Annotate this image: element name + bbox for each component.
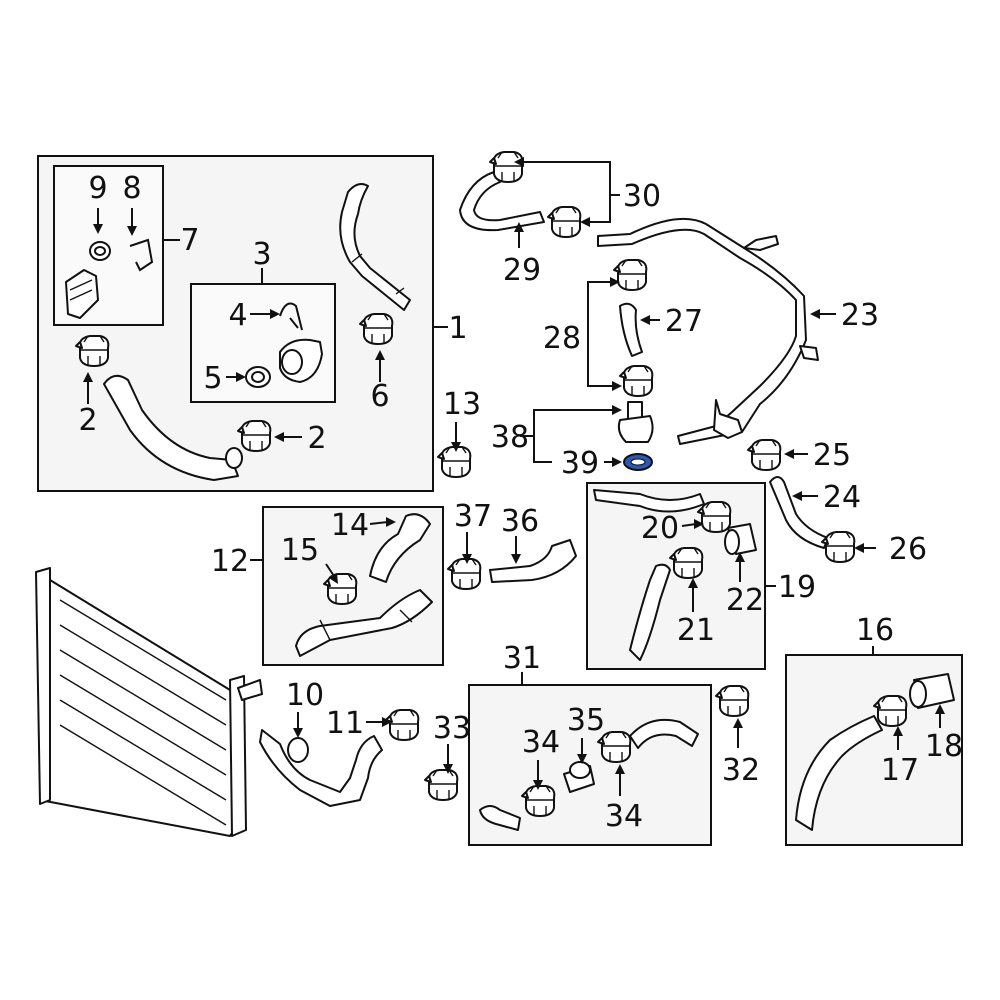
callout-15: 15 — [281, 533, 319, 568]
callout-10: 10 — [286, 678, 324, 713]
group-box-19 — [586, 482, 766, 670]
clamp-part-33 — [424, 769, 459, 801]
callout-34a: 34 — [522, 725, 560, 760]
callout-32: 32 — [722, 753, 760, 788]
clamp-part-6 — [359, 313, 394, 345]
lower-hose-part-1 — [103, 374, 243, 481]
clamp-part-20 — [697, 501, 732, 533]
clamp-part-2b — [237, 420, 272, 452]
callout-33: 33 — [433, 711, 471, 746]
callout-26: 26 — [889, 532, 927, 567]
callout-6: 6 — [370, 379, 389, 414]
clip-part-8 — [129, 238, 154, 272]
callout-29: 29 — [503, 253, 541, 288]
hose-part-31b — [629, 718, 699, 749]
callout-14: 14 — [331, 508, 369, 543]
callout-13: 13 — [443, 387, 481, 422]
o-ring-part-9 — [89, 241, 111, 261]
callout-4: 4 — [228, 298, 247, 333]
clamp-part-13 — [437, 446, 472, 478]
hose-part-36 — [489, 539, 577, 583]
callout-2b: 2 — [307, 421, 326, 456]
bracket-part-4 — [279, 302, 303, 331]
clamp-part-21 — [669, 547, 704, 579]
callout-24: 24 — [823, 480, 861, 515]
o-ring-part-5 — [245, 366, 271, 388]
callout-38: 38 — [491, 420, 529, 455]
callout-34b: 34 — [605, 799, 643, 834]
callout-12: 12 — [211, 544, 249, 579]
clamp-part-15 — [323, 573, 358, 605]
coolant-pipe-part-23 — [597, 217, 819, 445]
o-ring-part-39 — [623, 453, 653, 471]
upper-hose-part-1 — [339, 183, 411, 311]
callout-28: 28 — [543, 321, 581, 356]
clamp-part-26 — [821, 531, 856, 563]
hose-part-14 — [369, 513, 431, 583]
callout-labels: 9 8 7 3 4 5 1 6 2 2 13 30 29 23 28 27 38… — [78, 171, 963, 834]
callout-39: 39 — [561, 446, 599, 481]
callout-20: 20 — [641, 511, 679, 546]
callout-7: 7 — [180, 223, 199, 258]
callout-3: 3 — [252, 237, 271, 272]
clamp-part-25 — [747, 439, 782, 471]
connector-part-18 — [909, 673, 955, 709]
callout-25: 25 — [813, 438, 851, 473]
callout-22: 22 — [726, 583, 764, 618]
callout-17: 17 — [881, 753, 919, 788]
connector-part-38 — [617, 401, 654, 443]
callout-18: 18 — [925, 729, 963, 764]
leader-lines — [83, 157, 945, 796]
clamp-part-17 — [873, 695, 908, 727]
callout-8: 8 — [122, 171, 141, 206]
callout-35: 35 — [567, 703, 605, 738]
callout-5: 5 — [203, 361, 222, 396]
clamp-part-28b — [619, 365, 654, 397]
water-outlet-part-3 — [279, 338, 323, 383]
radiator-part — [35, 567, 263, 837]
hose-part-29 — [459, 171, 545, 232]
outlet-hose-part-10 — [259, 729, 383, 807]
callout-19: 19 — [778, 570, 816, 605]
callout-36: 36 — [501, 504, 539, 539]
clamp-part-11 — [385, 709, 420, 741]
clamp-part-34a — [521, 785, 556, 817]
callout-11: 11 — [326, 706, 364, 741]
clamp-part-32 — [715, 685, 750, 717]
callout-37: 37 — [454, 499, 492, 534]
callout-16: 16 — [856, 613, 894, 648]
pump-part-35 — [563, 761, 595, 793]
clamp-part-28a — [613, 259, 648, 291]
hose-part-31a — [479, 805, 521, 831]
callout-27: 27 — [665, 304, 703, 339]
callout-30: 30 — [623, 179, 661, 214]
callout-31: 31 — [503, 641, 541, 676]
hose-part-16 — [795, 715, 883, 831]
hose-part-27 — [619, 302, 643, 357]
clamp-part-2a — [75, 335, 110, 367]
clamp-part-30b — [547, 206, 582, 238]
callout-2a: 2 — [78, 403, 97, 438]
hose-part-19 — [593, 489, 705, 661]
callout-21: 21 — [677, 613, 715, 648]
pipe-part-12 — [295, 589, 433, 657]
thermostat-housing-part — [65, 269, 99, 319]
hose-part-24 — [769, 476, 829, 549]
clamp-part-37 — [447, 558, 482, 590]
clamp-part-30a — [489, 151, 524, 183]
connector-part-22 — [724, 523, 757, 555]
callout-1: 1 — [448, 311, 467, 346]
callout-23: 23 — [841, 298, 879, 333]
callout-9: 9 — [88, 171, 107, 206]
